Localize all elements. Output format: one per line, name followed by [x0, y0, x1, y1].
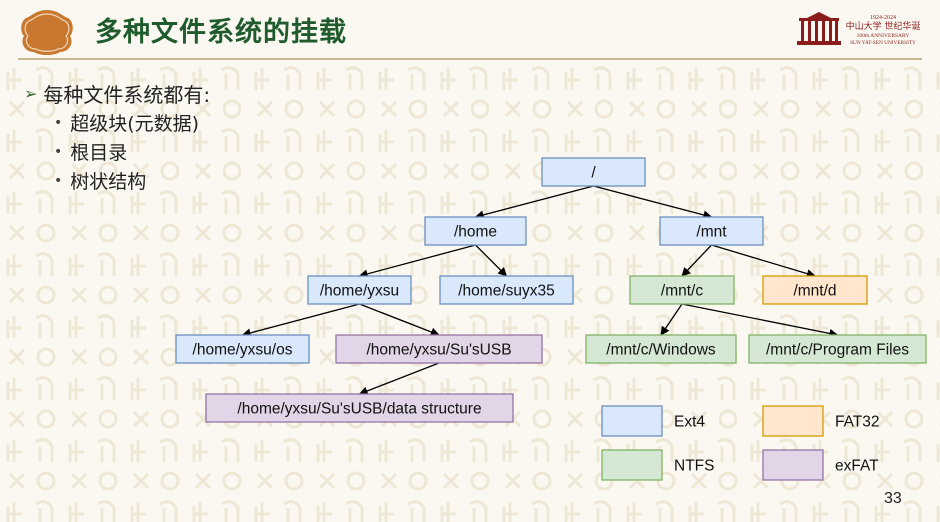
sub-bullet-text: 超级块(元数据) [70, 113, 200, 135]
arrow-bullet-icon: ➢ [24, 83, 38, 103]
legend-item-ext4: Ext4 [601, 405, 705, 437]
sub-bullet-text: 树状结构 [70, 171, 147, 193]
tree-edge-arrow [711, 244, 816, 279]
tree-node-root: / [541, 157, 646, 187]
tree-edge-arrow [681, 303, 839, 338]
page-number: 33 [884, 490, 902, 507]
tree-node-label: /mnt [696, 224, 727, 241]
tree-node-win: /mnt/c/Windows [585, 334, 737, 364]
page-title: 多种文件系统的挂载 [95, 17, 347, 48]
tree-node-box [439, 275, 574, 305]
logo-text-university: SUN YAT-SEN UNIVERSITY [850, 40, 916, 46]
legend-label: FAT32 [835, 414, 880, 431]
tree-edge-arrow [241, 303, 360, 338]
dot-bullet-icon: • [54, 143, 63, 160]
tree-node-label: / [591, 165, 596, 182]
tree-node-ds: /home/yxsu/Su'sUSB/data structure [205, 393, 514, 423]
sub-bullet-text: 根目录 [70, 142, 128, 164]
tree-edge-arrow [475, 244, 508, 277]
tree-node-box [335, 334, 543, 364]
tree-node-label: /mnt/c/Program Files [766, 342, 909, 359]
tree-node-box [205, 393, 514, 423]
sub-bullet: • 树状结构 [24, 166, 210, 195]
logo-text-name: 中山大学 世纪华诞 [846, 20, 921, 32]
tree-node-label: /mnt/d [793, 283, 836, 300]
main-bullet-text: 每种文件系统都有: [43, 82, 211, 107]
tree-edge-arrow [474, 185, 594, 220]
tree-edge-arrow [358, 244, 476, 279]
tree-edges [241, 185, 839, 396]
legend-swatch [762, 405, 824, 437]
legend-item-ntfs: NTFS [601, 449, 714, 481]
tree-nodes: / /home/mnt/home/yxsu/home/suyx35/mnt/c/m… [175, 157, 927, 423]
legend-label: exFAT [835, 458, 879, 475]
university-logo: 1924-2024 中山大学 世纪华诞 100th ANNIVERSARY SU… [797, 12, 921, 46]
dot-bullet-icon: • [54, 114, 63, 131]
tree-node-mntd: /mnt/d [762, 275, 868, 305]
tree-node-box [629, 275, 735, 305]
tree-edge-arrow [593, 185, 713, 220]
tree-node-box [762, 275, 868, 305]
tree-node-box [424, 216, 527, 246]
tree-node-label: /home/suyx35 [458, 283, 555, 300]
tree-node-label: /mnt/c/Windows [606, 342, 716, 359]
legend-item-exfat: exFAT [762, 449, 879, 481]
logo-text-anniversary: 100th ANNIVERSARY [857, 33, 910, 39]
tree-node-suyx35: /home/suyx35 [439, 275, 574, 305]
legend-swatch [601, 405, 663, 437]
tree-node-label: /home/yxsu/Su'sUSB/data structure [237, 401, 481, 418]
tree-node-yxsu: /home/yxsu [307, 275, 412, 305]
tree-node-box [585, 334, 737, 364]
legend-label: NTFS [674, 458, 714, 475]
tree-node-box [541, 157, 646, 187]
tree-node-label: /home [454, 224, 497, 241]
tree-node-pf: /mnt/c/Program Files [748, 334, 927, 364]
dot-bullet-icon: • [54, 172, 63, 189]
tree-node-box [659, 216, 764, 246]
sub-bullet: • 超级块(元数据) [24, 108, 210, 137]
slide-header: 多种文件系统的挂载 1924-2024 中山大学 世纪华诞 100th ANNI… [0, 0, 940, 66]
tree-node-label: /mnt/c [661, 283, 703, 300]
tree-node-box [175, 334, 310, 364]
tree-node-os: /home/yxsu/os [175, 334, 310, 364]
logo-text-years: 1924-2024 [870, 15, 896, 21]
emblem-icon [21, 10, 73, 55]
tree-node-label: /home/yxsu [320, 283, 399, 300]
tree-node-box [748, 334, 927, 364]
tree-edge-arrow [660, 303, 683, 336]
title-divider [18, 58, 922, 60]
main-bullet: ➢ 每种文件系统都有: [24, 78, 210, 108]
tree-node-label: /home/yxsu/Su'sUSB [366, 342, 511, 359]
tree-node-home: /home [424, 216, 527, 246]
tree-edge-arrow [681, 244, 712, 277]
tree-node-label: /home/yxsu/os [193, 342, 293, 359]
sub-bullet: • 根目录 [24, 137, 210, 166]
legend-swatch [601, 449, 663, 481]
tree-edge-arrow [359, 303, 440, 337]
legend-label: Ext4 [674, 414, 705, 431]
tree-node-mntc: /mnt/c [629, 275, 735, 305]
bullet-list: ➢ 每种文件系统都有: • 超级块(元数据) • 根目录 • 树状结构 [24, 78, 210, 195]
legend-swatch [762, 449, 824, 481]
tree-node-box [307, 275, 412, 305]
tree-node-mnt: /mnt [659, 216, 764, 246]
tree-edge-arrow [358, 362, 440, 396]
tree-node-usb: /home/yxsu/Su'sUSB [335, 334, 543, 364]
legend-item-fat32: FAT32 [762, 405, 880, 437]
